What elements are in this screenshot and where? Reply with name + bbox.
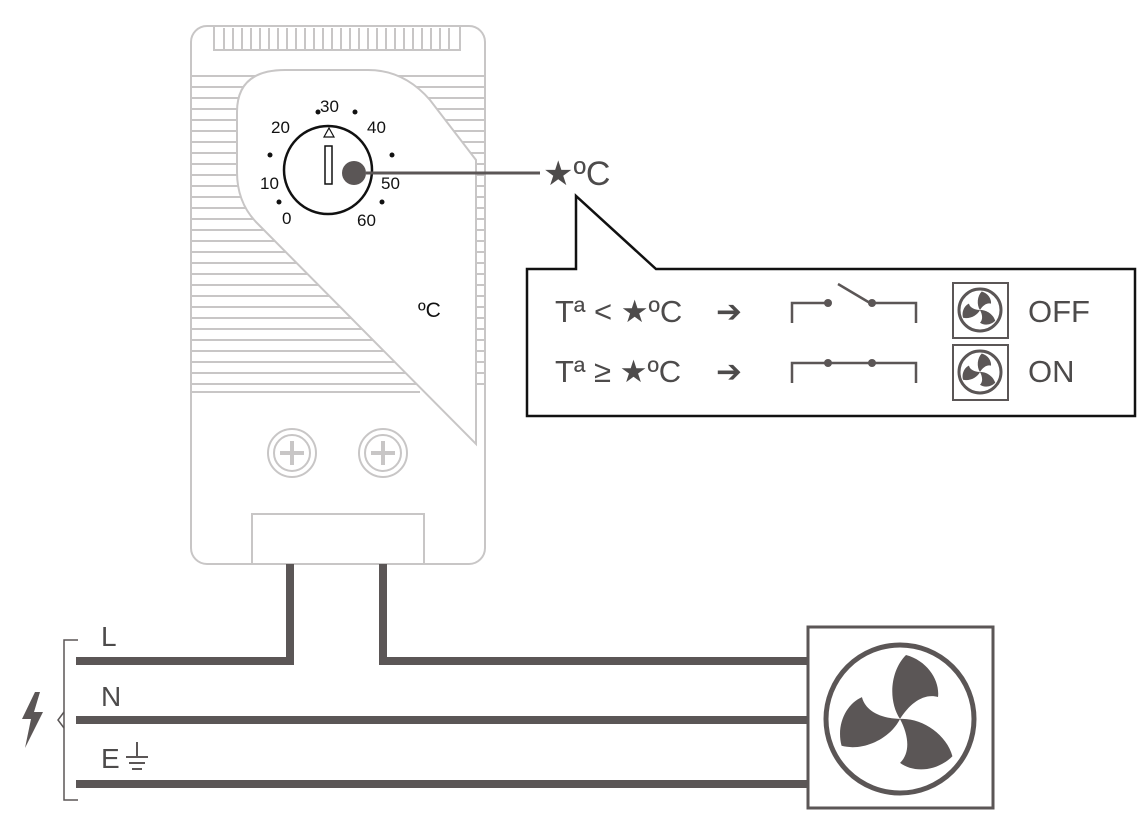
dial-tick-label: 30 <box>320 97 339 116</box>
legend-row-closed: Tª ≥ ★ºC ➔ ON <box>555 344 1075 401</box>
contact-terminal-right <box>872 301 918 323</box>
dial-tick-label: 60 <box>357 211 376 230</box>
legend-condition: Tª < ★ºC <box>555 294 682 329</box>
fan-state-label: ON <box>1028 354 1075 389</box>
dial-tick-label: 10 <box>260 174 279 193</box>
line-label-n: N <box>101 681 121 712</box>
bracket-notch <box>57 711 65 729</box>
contact-terminal-left <box>790 301 826 323</box>
arrow-right-icon: ➔ <box>716 354 742 389</box>
dial-dots <box>267 109 395 205</box>
legend-callout: Tª < ★ºC ➔ OFF Tª ≥ ★ºC ➔ <box>525 193 1137 418</box>
lightning-icon <box>22 692 43 748</box>
line-label-e: E <box>101 743 120 774</box>
fan-icon <box>952 344 1009 401</box>
screw-terminal-icon <box>358 428 408 478</box>
screw-terminal-icon <box>267 428 317 478</box>
top-vent-slots <box>223 28 450 50</box>
line-label-l: L <box>101 621 117 652</box>
dial-pointer <box>324 145 333 185</box>
housing-unit-label: ºC <box>418 299 441 322</box>
fan-icon <box>952 282 1009 339</box>
contact-pivot <box>824 359 832 367</box>
setpoint-dot <box>342 161 366 185</box>
fan-state-label: OFF <box>1028 294 1090 329</box>
triangle-marker-icon <box>322 126 336 138</box>
wiring <box>76 564 810 788</box>
dial-tick-label: 50 <box>381 174 400 193</box>
switch-closed <box>790 361 918 383</box>
fan-icon <box>806 625 995 810</box>
wire-live-switched <box>379 564 810 665</box>
legend-row-open: Tª < ★ºC ➔ OFF <box>555 282 1090 339</box>
switch-blade-open <box>837 282 871 305</box>
wire-live <box>76 564 294 665</box>
ground-icon <box>126 742 148 770</box>
cable-entry-block <box>251 513 425 565</box>
supply: L N E <box>22 621 148 801</box>
legend-condition: Tª ≥ ★ºC <box>555 354 681 389</box>
top-vent-frame <box>213 25 461 51</box>
contact-pivot <box>824 299 832 307</box>
supply-bracket <box>63 639 78 801</box>
dial-tick-label: 20 <box>271 118 290 137</box>
dial-tick-label: 40 <box>367 118 386 137</box>
temperature-dial[interactable]: 0 10 20 30 40 50 60 <box>260 97 400 230</box>
arrow-right-icon: ➔ <box>716 294 742 329</box>
dial-tick-label: 0 <box>282 209 291 228</box>
contact-point <box>868 359 876 367</box>
setpoint-label: ★ºC <box>543 155 610 193</box>
